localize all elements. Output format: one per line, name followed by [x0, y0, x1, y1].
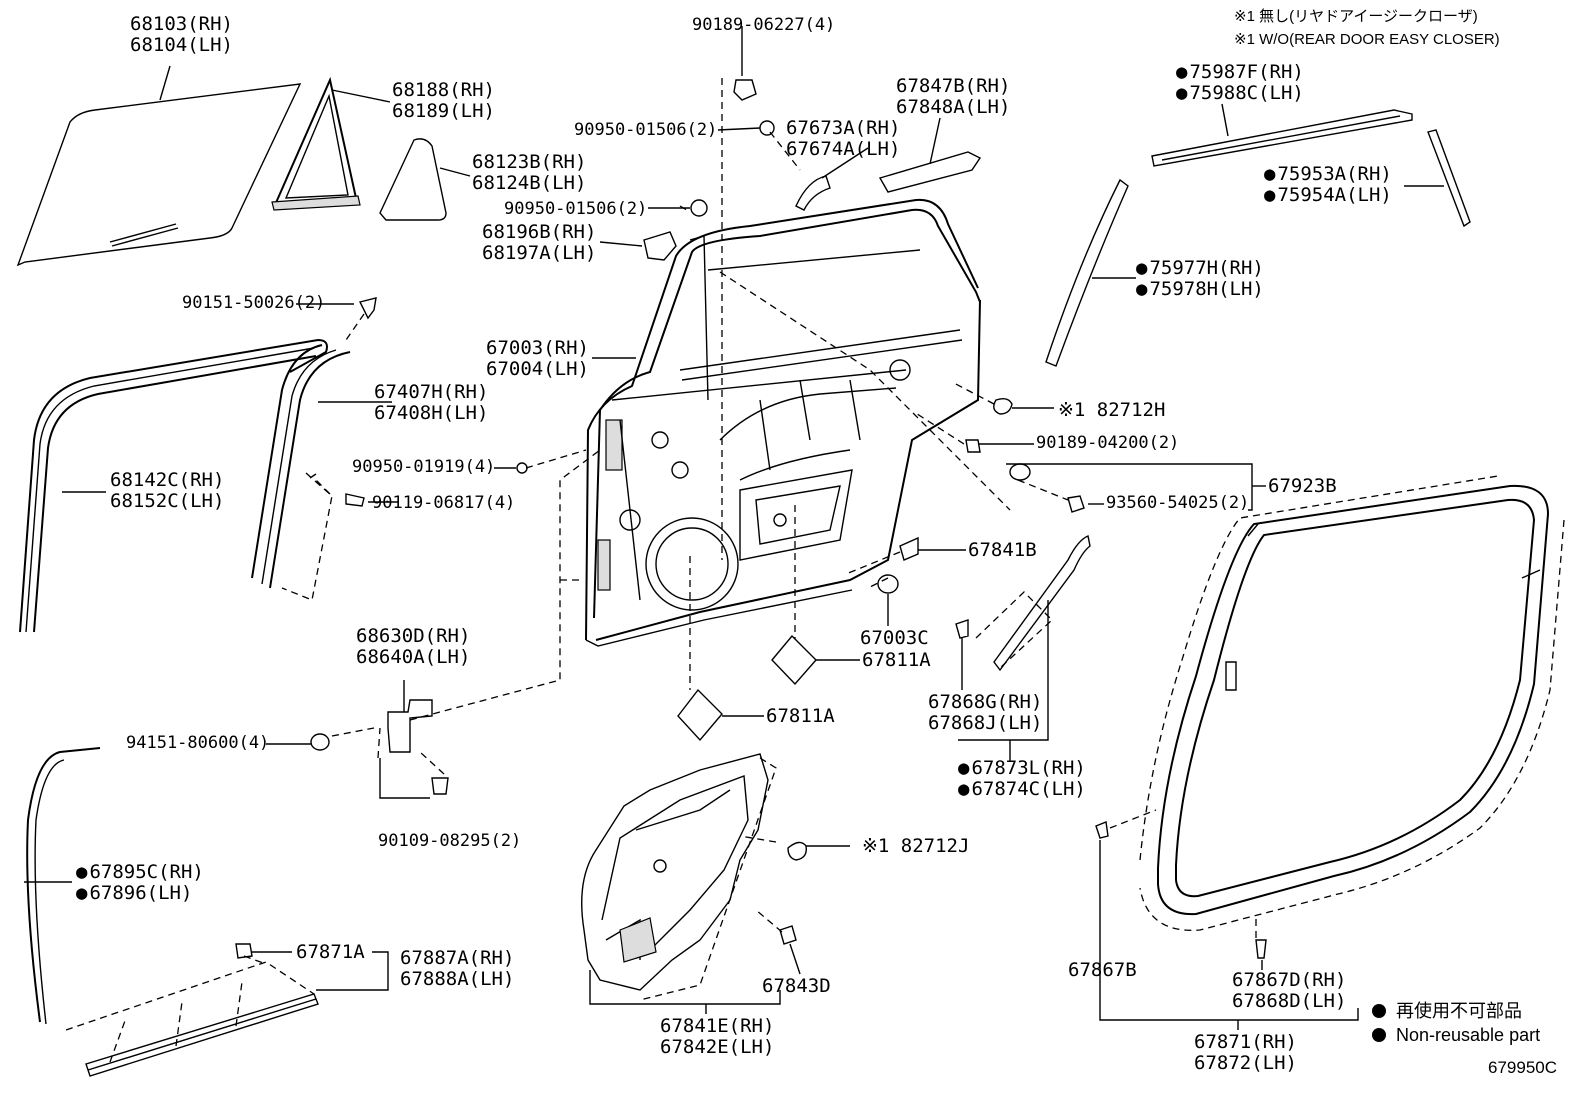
note-english: ※1 W/O(REAR DOOR EASY CLOSER) — [1234, 31, 1500, 48]
cushion-67003c — [877, 574, 899, 594]
stopper-82712j — [787, 841, 807, 861]
label-82712j: ※1 82712J — [862, 835, 970, 857]
quarter-window-glass — [379, 138, 447, 221]
label-68188: 68188(RH)68189(LH) — [392, 79, 495, 122]
door-check — [379, 449, 601, 799]
label-67868: 67868G(RH)67868J(LH) — [928, 691, 1043, 734]
clip-67867b — [1095, 821, 1109, 839]
clip-67843d — [779, 925, 797, 945]
clip-67871a — [235, 943, 253, 959]
label-90950-01919: 90950-01919(4) — [352, 457, 496, 477]
bracket-68196 — [643, 231, 677, 261]
rear-edge-moulding — [1427, 129, 1471, 228]
label-67867b: 67867B — [1068, 959, 1137, 981]
hole-seal-1 — [677, 688, 723, 742]
cover-67673 — [795, 175, 831, 211]
label-90151-50026: 90151-50026(2) — [182, 293, 326, 313]
nut-90950b — [690, 199, 708, 217]
label-90950-01506-a: 90950-01506(2) — [574, 120, 718, 140]
division-bar-channel — [251, 344, 351, 601]
non-reusable-dot-icon — [1372, 1028, 1386, 1042]
nut-94151 — [310, 733, 330, 751]
stopper-82712h — [993, 397, 1013, 415]
bolt-90151 — [358, 297, 377, 320]
label-68196: 68196B(RH)68197A(LH) — [482, 221, 597, 264]
label-82712h: ※1 82712H — [1058, 399, 1166, 421]
label-67871: 67871(RH)67872(LH) — [1194, 1031, 1297, 1074]
label-93560-54025: 93560-54025(2) — [1106, 493, 1250, 513]
door-frame-moulding — [19, 338, 328, 633]
door-panel — [585, 198, 981, 647]
figure-id: 679950C — [1488, 1058, 1558, 1077]
label-90950-01506-b: 90950-01506(2) — [504, 199, 648, 219]
legend-english: Non-reusable part — [1372, 1024, 1540, 1046]
label-67923b: 67923B — [1268, 475, 1337, 497]
label-67811a-lower: 67811A — [766, 705, 835, 727]
label-90189-06227: 90189-06227(4) — [692, 15, 836, 35]
door-weatherstrip — [1139, 475, 1565, 931]
label-75987: 75987F(RH)75988C(LH) — [1176, 62, 1303, 104]
label-67841b: 67841B — [968, 539, 1037, 561]
nut-90950a — [759, 120, 775, 136]
label-67895: 67895C(RH)67896(LH) — [76, 862, 203, 904]
bracket-67847 — [878, 151, 982, 193]
side-weatherstrip — [26, 747, 101, 1025]
bolt-90119 — [345, 493, 365, 507]
quarter-window-frame — [271, 76, 361, 211]
hole-seal-2 — [771, 634, 817, 686]
label-67873: 67873L(RH)67874C(LH) — [958, 758, 1085, 800]
label-67811a-upper: 67811A — [862, 649, 931, 671]
label-67003c: 67003C — [860, 627, 929, 649]
label-94151-80600: 94151-80600(4) — [126, 733, 270, 753]
lower-frame-moulding — [65, 961, 319, 1077]
door-module-carrier — [581, 753, 777, 1001]
label-67673: 67673A(RH)67674A(LH) — [786, 117, 901, 160]
label-68142: 68142C(RH)68152C(LH) — [110, 469, 225, 512]
label-90119-06817: 90119-06817(4) — [372, 493, 516, 513]
legend-japanese: 再使用不可部品 — [1372, 1000, 1522, 1022]
nut-90950c — [516, 462, 528, 474]
front-frame-garnish — [1045, 178, 1129, 367]
label-67841e: 67841E(RH)67842E(LH) — [660, 1015, 775, 1058]
label-75953: 75953A(RH)75954A(LH) — [1264, 164, 1391, 206]
label-67407: 67407H(RH)67408H(LH) — [374, 381, 489, 424]
label-68123: 68123B(RH)68124B(LH) — [472, 151, 587, 194]
label-67843d: 67843D — [762, 975, 831, 997]
garnish-67873 — [975, 535, 1091, 672]
label-68103: 68103(RH)68104(LH) — [130, 13, 233, 56]
label-67867d: 67867D(RH)67868D(LH) — [1232, 969, 1347, 1012]
label-67003: 67003(RH)67004(LH) — [486, 337, 589, 380]
label-75977: 75977H(RH)75978H(LH) — [1136, 258, 1263, 300]
note-japanese: ※1 無し(リヤドアイージークローザ) — [1234, 8, 1478, 25]
leader-lines — [24, 26, 1444, 1030]
bolt-90109 — [431, 777, 449, 795]
clip-90189b — [965, 439, 981, 453]
stopper-67923 — [1009, 463, 1031, 481]
outer-belt-moulding — [1151, 109, 1413, 167]
label-67887: 67887A(RH)67888A(LH) — [400, 947, 515, 990]
screw-93560 — [1067, 495, 1085, 513]
clip-67867d — [1255, 939, 1267, 959]
label-90109-08295: 90109-08295(2) — [378, 831, 522, 851]
non-reusable-dot-icon — [1372, 1004, 1386, 1018]
label-67871a: 67871A — [296, 941, 365, 963]
clip-67841b — [899, 536, 919, 561]
label-67847: 67847B(RH)67848A(LH) — [896, 75, 1011, 118]
door-glass — [16, 83, 302, 267]
label-68630: 68630D(RH)68640A(LH) — [356, 625, 471, 668]
clip-67868g — [955, 619, 969, 639]
label-90189-04200: 90189-04200(2) — [1036, 433, 1180, 453]
clip-90189a — [733, 79, 757, 101]
